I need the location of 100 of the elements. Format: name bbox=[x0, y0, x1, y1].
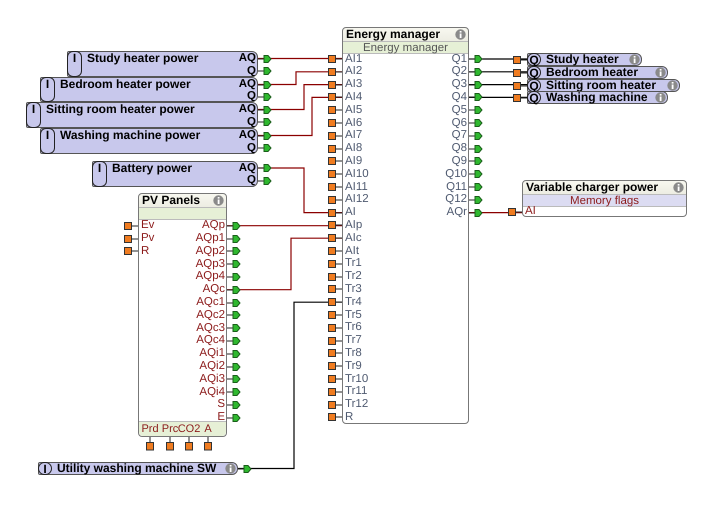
input-port-label: Tr1 bbox=[345, 258, 362, 270]
input-port-label: Tr7 bbox=[345, 335, 362, 346]
input-port-label: AI3 bbox=[345, 79, 362, 90]
input-port-label: A bbox=[204, 424, 212, 435]
input-port-label: Prc bbox=[162, 424, 178, 435]
block-title: Sitting room heater power bbox=[46, 103, 195, 116]
input-port-label: Tr6 bbox=[345, 322, 362, 334]
input-port-label: Tr9 bbox=[345, 360, 362, 372]
input-port-label: CO2 bbox=[178, 424, 200, 435]
block-subtitle: Memory flags bbox=[568, 195, 640, 207]
type-badge: I bbox=[92, 161, 107, 187]
input-port-label: AI10 bbox=[345, 168, 369, 180]
wire bbox=[467, 96, 527, 98]
input-port-label: AI8 bbox=[345, 143, 362, 154]
input-port-label: Tr11 bbox=[345, 386, 368, 398]
input-port-label: Tr2 bbox=[345, 271, 362, 282]
input-port-label: AIc bbox=[345, 232, 362, 244]
wire bbox=[467, 84, 527, 86]
block-title: Energy manager bbox=[346, 28, 440, 41]
output-port-label: Q1 bbox=[452, 54, 467, 64]
input-port-label: AI bbox=[525, 206, 536, 217]
block-title: PV Panels bbox=[142, 194, 200, 207]
input-port-label: Tr5 bbox=[345, 310, 362, 320]
output-port-label: AQc4 bbox=[196, 335, 225, 346]
output-port-label: Q12 bbox=[445, 194, 467, 206]
block-title: Study heater power bbox=[87, 52, 198, 65]
output-port-label: AQc1 bbox=[196, 297, 225, 308]
type-badge: Q bbox=[527, 53, 541, 66]
output-port-label: Q8 bbox=[452, 143, 467, 154]
input-port-label: AI1 bbox=[345, 54, 362, 64]
input-port-label: R bbox=[141, 246, 150, 257]
output-port-label: AQr bbox=[446, 207, 467, 218]
input-port-label: Tr10 bbox=[345, 374, 368, 384]
type-badge: I bbox=[40, 128, 55, 154]
output-port-label: Q11 bbox=[446, 182, 467, 192]
output-port-label: Q3 bbox=[452, 79, 467, 90]
block-title: Bedroom heater power bbox=[60, 78, 191, 91]
output-port-label: Q9 bbox=[452, 156, 467, 167]
output-port-label: Q10 bbox=[445, 168, 467, 180]
output-port-label: AQi1 bbox=[199, 348, 225, 360]
type-badge: Q bbox=[527, 91, 541, 104]
output-port-label: Q7 bbox=[452, 130, 467, 142]
block-title: Sitting room heater bbox=[546, 79, 656, 92]
input-port-label: AI9 bbox=[345, 156, 362, 167]
wire bbox=[467, 71, 527, 72]
input-port-label: Ev bbox=[141, 220, 154, 232]
input-port-label: AI12 bbox=[345, 194, 369, 206]
output-port-label: Q5 bbox=[452, 104, 467, 116]
output-port-label: AQi4 bbox=[199, 386, 225, 398]
block-subtitle: Energy manager bbox=[362, 42, 450, 54]
input-port-label: AI5 bbox=[345, 104, 362, 116]
input-port-label: AIt bbox=[345, 246, 360, 256]
block-title: Bedroom heater bbox=[546, 66, 638, 79]
input-port-label: AI6 bbox=[345, 118, 362, 128]
input-port-label: AI bbox=[345, 207, 356, 218]
output-port-label: AQ bbox=[238, 53, 256, 64]
block-title: Battery power bbox=[112, 162, 192, 175]
type-badge: I bbox=[40, 77, 55, 102]
output-port-label: E bbox=[217, 412, 225, 424]
output-port-label: Q bbox=[247, 175, 256, 186]
input-port-label: Tr3 bbox=[345, 284, 362, 295]
input-port-label: AI11 bbox=[345, 182, 368, 192]
input-port-label: AI2 bbox=[345, 66, 362, 78]
input-port-label: R bbox=[345, 412, 354, 423]
output-port-label: AQp3 bbox=[196, 258, 225, 270]
output-port-label: AQp2 bbox=[196, 246, 225, 257]
input-port-label: Prd bbox=[141, 424, 159, 435]
type-badge: I bbox=[38, 462, 52, 475]
input-port-label: AIp bbox=[345, 220, 362, 231]
type-badge: I bbox=[67, 51, 82, 77]
output-port-label: AQp bbox=[202, 220, 225, 232]
output-port-label: Q bbox=[247, 91, 256, 102]
output-port-label: AQ bbox=[238, 104, 256, 115]
output-port-label: AQp4 bbox=[196, 271, 225, 282]
input-port-label: Tr8 bbox=[345, 348, 362, 359]
output-port-label: Q bbox=[247, 116, 256, 128]
input-port-label: AI4 bbox=[345, 92, 362, 103]
output-port-label: Q2 bbox=[452, 66, 467, 78]
block-title: Study heater bbox=[546, 53, 619, 66]
output-port-label: AQ bbox=[238, 130, 256, 141]
type-badge: Q bbox=[527, 66, 541, 79]
output-port-label: AQi2 bbox=[199, 361, 225, 372]
block-title: Variable charger power bbox=[526, 181, 658, 194]
output-port-label: AQi3 bbox=[199, 374, 225, 385]
output-port-label: AQc2 bbox=[196, 310, 225, 321]
output-port-label: AQp1 bbox=[196, 233, 225, 244]
block-title: Washing machine bbox=[546, 91, 648, 104]
block-title: Washing machine power bbox=[60, 129, 200, 142]
input-port-label: Tr4 bbox=[345, 296, 362, 308]
block-title: Utility washing machine SW bbox=[57, 462, 216, 475]
output-port-label: Q6 bbox=[452, 118, 467, 128]
output-port-label: AQ bbox=[238, 79, 256, 90]
output-port-label: AQc bbox=[202, 284, 225, 296]
output-port-label: Q bbox=[247, 142, 256, 154]
output-port-label: Q4 bbox=[452, 92, 467, 103]
type-badge: I bbox=[26, 102, 41, 128]
output-port-label: S bbox=[217, 399, 225, 410]
output-port-label: AQ bbox=[238, 162, 256, 174]
input-port-label: Tr12 bbox=[345, 399, 368, 410]
input-port-label: Pv bbox=[141, 233, 154, 244]
